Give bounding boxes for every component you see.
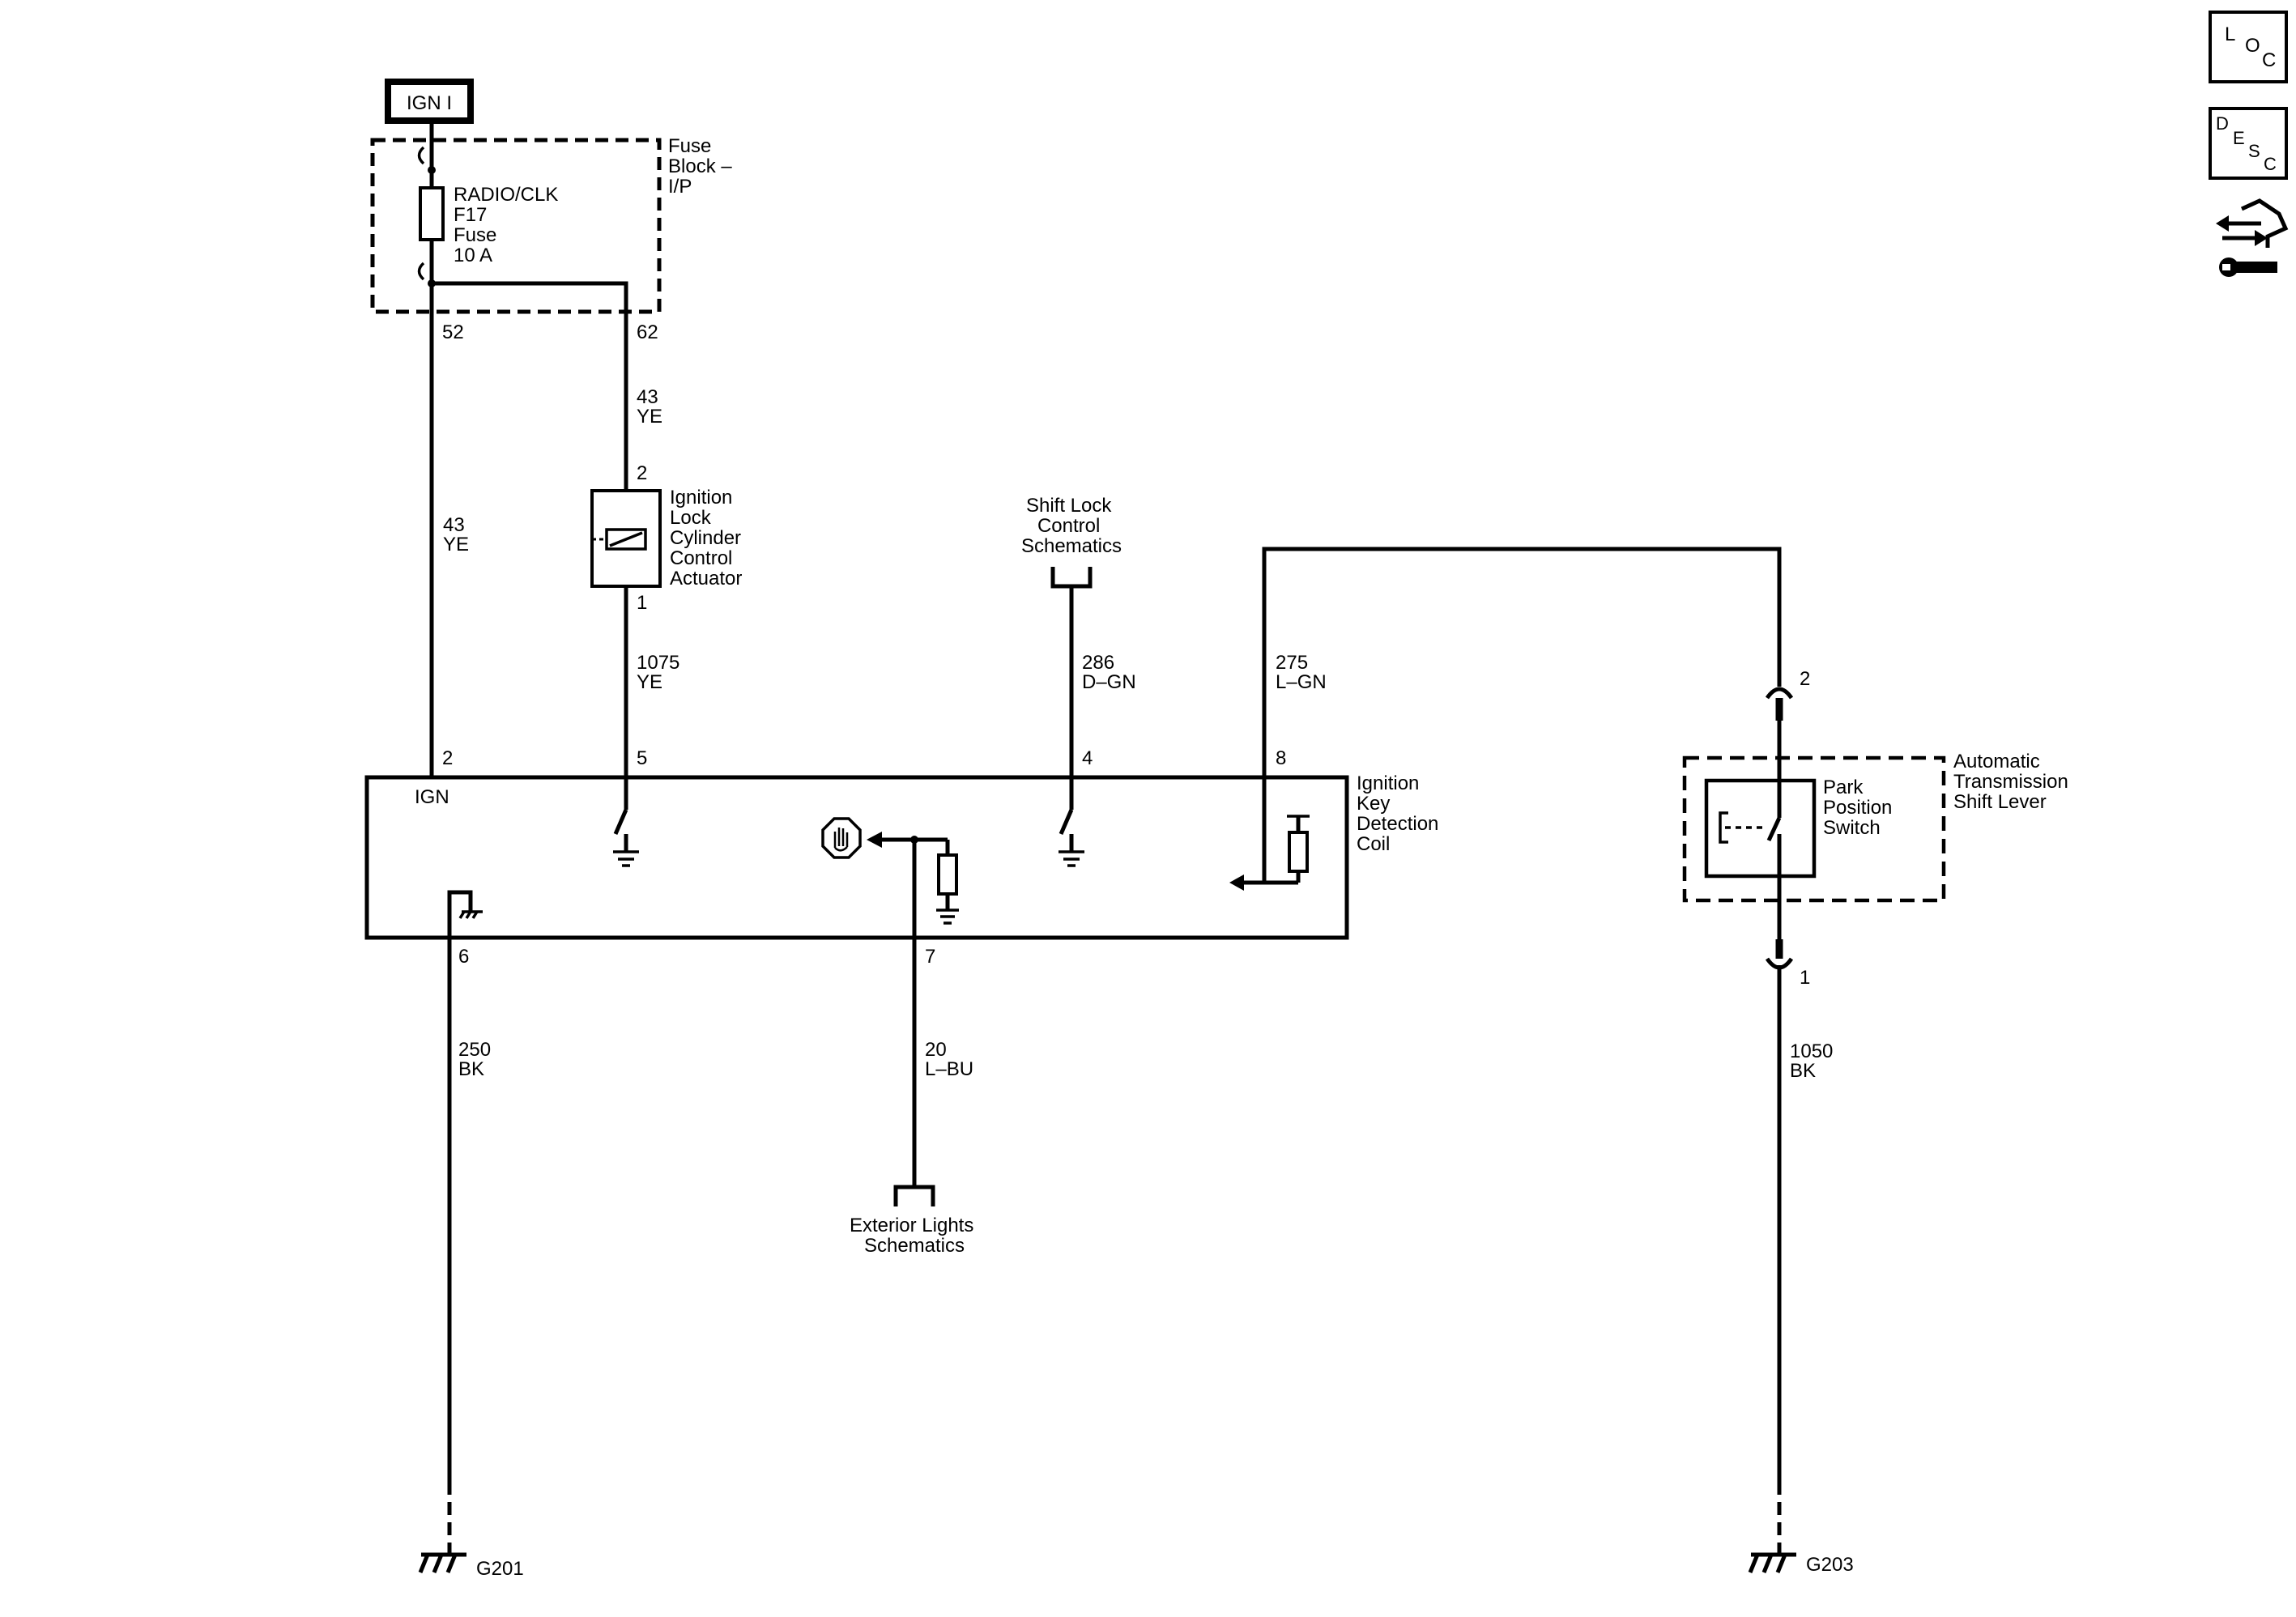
actuator-pin-1: 1 (637, 592, 647, 614)
module-pin-5: 5 (637, 747, 647, 769)
svg-text:O: O (2245, 35, 2260, 57)
pin6-internal-ground (447, 890, 483, 938)
shift-lock-ref-bracket (1050, 567, 1093, 589)
ignition-key-detection-module (364, 775, 1349, 940)
shift-lever-label: Automatic Transmission Shift Lever (1953, 751, 2073, 813)
ground-g203-label: G203 (1806, 1554, 1854, 1576)
svg-text:C: C (2262, 49, 2276, 71)
actuator-label: Ignition Lock Cylinder Control Actuator (670, 487, 747, 589)
wire-275 (1262, 547, 1782, 777)
wire-286-label: 286 D–GN (1082, 652, 1136, 693)
svg-text:S: S (2248, 141, 2260, 161)
pin5-switch-to-ground (613, 777, 639, 867)
module-label: Ignition Key Detection Coil (1357, 772, 1444, 855)
exterior-lights-ref-label: Exterior Lights Schematics (850, 1215, 979, 1257)
module-ign-label: IGN (415, 786, 449, 808)
connector-top-symbol (1765, 687, 1794, 700)
exterior-lights-ref-bracket (893, 1185, 935, 1206)
ground-g203-symbol (1748, 1552, 1796, 1573)
svg-text:E: E (2233, 128, 2245, 148)
park-switch-pin-2: 2 (1800, 668, 1810, 690)
module-pin-7: 7 (925, 946, 935, 968)
module-pin-6: 6 (458, 946, 469, 968)
park-switch-label: Park Position Switch (1823, 777, 1898, 839)
desc-icon[interactable]: D E S C (2209, 107, 2288, 180)
wire-43-top (432, 281, 628, 491)
wire-20-label: 20 L–BU (925, 1039, 973, 1080)
terminal-symbol (417, 146, 425, 165)
connector-views-icon[interactable] (2216, 198, 2289, 248)
wire-1075-label: 1075 YE (637, 652, 685, 693)
module-pin-4: 4 (1082, 747, 1093, 769)
wire-43-top-label: 43 YE (637, 386, 663, 428)
fuse-block-outline (370, 138, 662, 314)
module-pin-2: 2 (442, 747, 453, 769)
shift-lock-ref-label: Shift Lock Control Schematics (1021, 495, 1122, 557)
wire-275-label: 275 L–GN (1276, 652, 1327, 693)
svg-text:D: D (2216, 113, 2229, 134)
fuse-pin-52: 52 (442, 321, 464, 343)
module-pin-8: 8 (1276, 747, 1286, 769)
wire-250-label: 250 BK (458, 1039, 496, 1080)
svg-text:C: C (2264, 154, 2277, 174)
pin4-switch-to-ground (1059, 777, 1084, 867)
fuse-block-label: Fuse Block – I/P (668, 135, 737, 198)
loc-icon[interactable]: L O C (2209, 11, 2288, 83)
ground-g201-label: G201 (476, 1558, 524, 1580)
svg-text:L: L (2225, 23, 2235, 45)
actuator-pin-2: 2 (637, 462, 647, 484)
pin7-output-circuit (867, 832, 959, 938)
fuse-pin-62: 62 (637, 321, 658, 343)
hand-stop-icon (821, 817, 862, 859)
terminal-symbol (417, 262, 425, 281)
wire-43-left-label: 43 YE (443, 514, 470, 555)
automatic-transmission-shift-lever-outline (1682, 755, 1946, 903)
fuse-f17 (419, 186, 445, 241)
ign-source-label: IGN I (407, 92, 452, 114)
pin8-input-circuit (1229, 777, 1310, 891)
wire-1050-label: 1050 BK (1790, 1040, 1838, 1082)
fuse-label: RADIO/CLK F17 Fuse 10 A (454, 184, 564, 266)
ign-source-box (385, 79, 474, 124)
ground-g201-symbol (418, 1552, 466, 1573)
wrench-icon[interactable] (2219, 257, 2277, 277)
park-switch-pin-1: 1 (1800, 967, 1810, 989)
